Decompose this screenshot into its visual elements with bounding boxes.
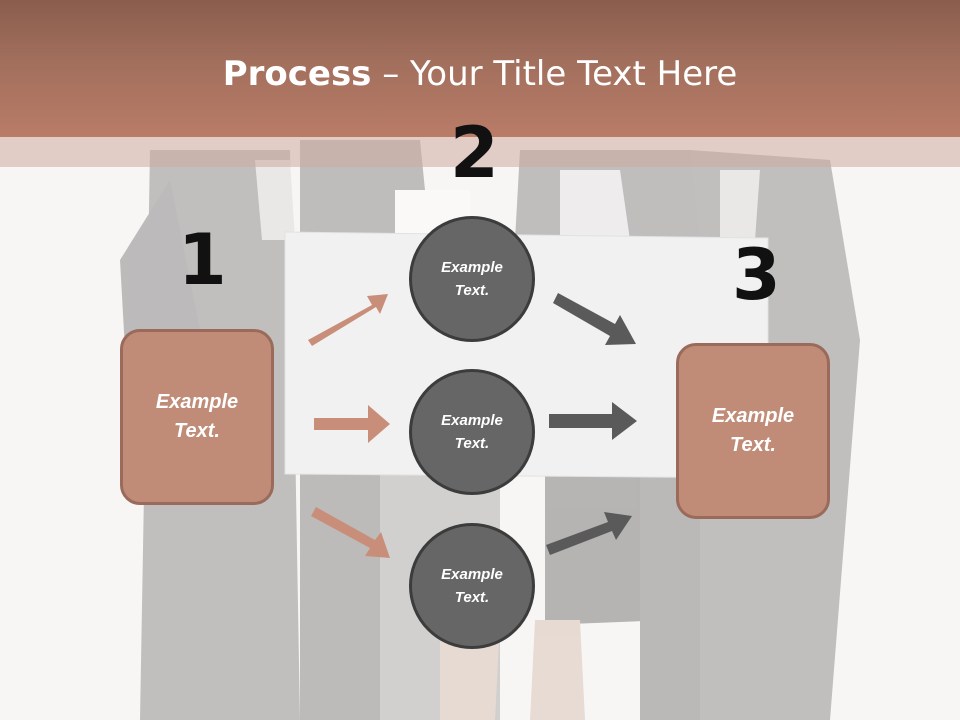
left-box-line1: Example [155,391,239,413]
title-bold: Process [222,54,372,94]
left-box-line2: Text. [174,420,220,442]
slide-title: Process – Your Title Text Here [0,52,960,96]
step-number-3: 3 [732,234,781,316]
circle-middle-line2: Text. [454,435,490,452]
title-bar-strip [0,137,960,167]
arrow-left-bottom [311,507,390,558]
right-box-line1: Example [711,405,795,427]
circle-middle-line1: Example [441,412,503,429]
circle-bottom-line1: Example [441,566,503,583]
circle-top-line2: Text. [454,282,490,299]
arrow-right-bottom [546,512,632,555]
title-rest: – Your Title Text Here [371,54,738,94]
arrow-right-top [553,293,636,345]
arrow-left-middle [314,405,390,443]
arrow-right-middle [549,402,637,440]
right-box-line2: Text. [730,434,776,456]
circle-top-line1: Example [441,259,503,276]
step-number-2: 2 [450,112,499,194]
circle-bottom-line2: Text. [454,589,490,606]
arrow-left-top [308,294,388,346]
title-bar [0,0,960,137]
step-number-1: 1 [178,219,227,301]
